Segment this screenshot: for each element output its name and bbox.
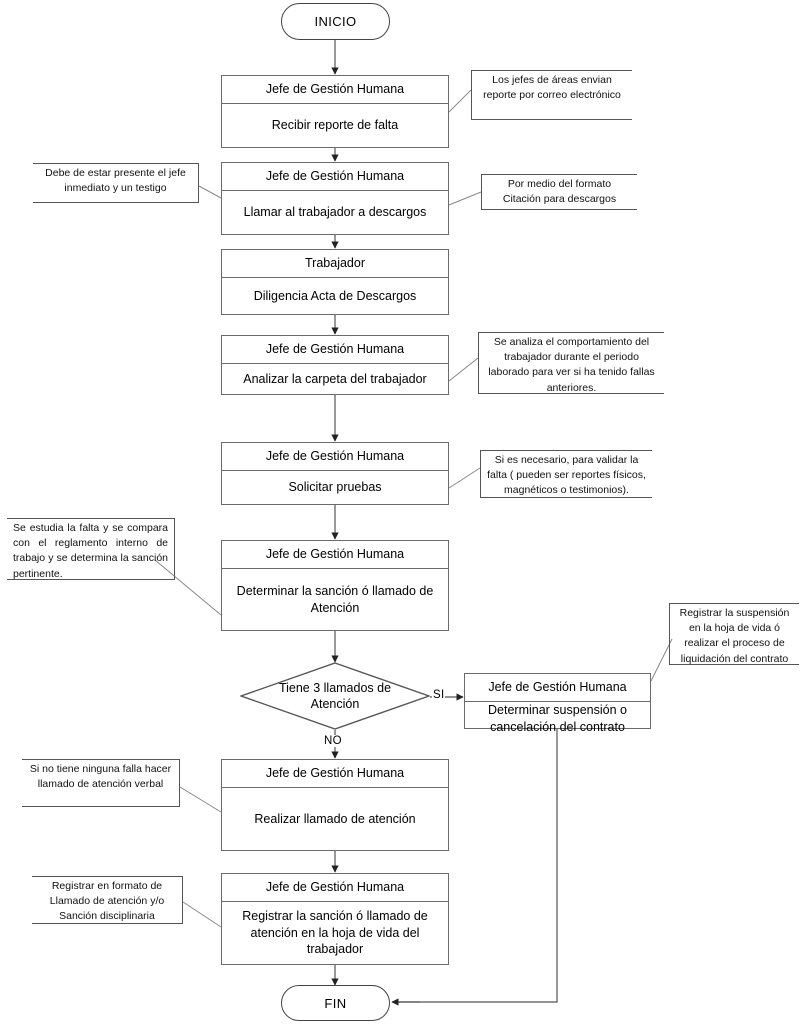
process-action-label: Diligencia Acta de Descargos bbox=[253, 288, 417, 303]
leader-n9 bbox=[182, 901, 222, 928]
branch-label-no: NO bbox=[323, 735, 343, 747]
leader-n1 bbox=[448, 89, 472, 113]
decision-label: Tiene 3 llamados de Atención bbox=[278, 680, 392, 711]
process-determinar-sancion[interactable]: Jefe de Gestión Humana Determinar la san… bbox=[221, 540, 449, 631]
process-determinar-suspension[interactable]: Jefe de Gestión Humana Determinar suspen… bbox=[464, 673, 651, 734]
process-role-label: Trabajador bbox=[222, 250, 448, 278]
diamond-shape-icon bbox=[240, 662, 430, 730]
note-formato-citacion: Por medio del formato Citación para desc… bbox=[481, 174, 637, 210]
leader-n5 bbox=[448, 467, 481, 489]
process-diligencia-acta[interactable]: Trabajador Diligencia Acta de Descargos bbox=[221, 249, 449, 315]
process-action-label: Llamar al trabajador a descargos bbox=[243, 205, 427, 220]
process-role-label: Jefe de Gestión Humana bbox=[222, 874, 448, 902]
process-solicitar-pruebas[interactable]: Jefe de Gestión Humana Solicitar pruebas bbox=[221, 442, 449, 505]
process-role-label: Jefe de Gestión Humana bbox=[222, 163, 448, 191]
terminator-fin-label: FIN bbox=[324, 995, 347, 1011]
note-registrar-suspension: Registrar la suspensión en la hoja de vi… bbox=[669, 603, 799, 665]
process-action-label: Analizar la carpeta del trabajador bbox=[243, 371, 427, 386]
decision-tiene-3-llamados[interactable]: Tiene 3 llamados de Atención bbox=[240, 662, 430, 730]
terminator-inicio-label: INICIO bbox=[314, 14, 357, 29]
process-role-label: Jefe de Gestión Humana bbox=[222, 760, 448, 788]
process-action-label: Realizar llamado de atención bbox=[254, 811, 416, 826]
terminator-inicio[interactable]: INICIO bbox=[281, 3, 390, 40]
process-role-label: Jefe de Gestión Humana bbox=[222, 443, 448, 471]
process-role-label: Jefe de Gestión Humana bbox=[222, 336, 448, 364]
process-llamar-descargos[interactable]: Jefe de Gestión Humana Llamar al trabaja… bbox=[221, 162, 449, 235]
process-role-label: Jefe de Gestión Humana bbox=[465, 674, 650, 702]
note-llamado-verbal: Si no tiene ninguna falla hacer llamado … bbox=[22, 759, 180, 807]
terminator-fin[interactable]: FIN bbox=[281, 985, 390, 1021]
leader-n3 bbox=[448, 191, 482, 206]
note-formato-llamado: Registrar en formato de Llamado de atenc… bbox=[32, 876, 183, 924]
process-recibir-reporte[interactable]: Jefe de Gestión Humana Recibir reporte d… bbox=[221, 75, 449, 148]
process-action-label: Registrar la sanción ó llamado de atenci… bbox=[242, 908, 428, 957]
note-analiza-comportamiento: Se analiza el comportamiento del trabaja… bbox=[478, 332, 664, 394]
process-action-label: Determinar suspensión o cancelación del … bbox=[488, 703, 627, 734]
process-role-label: Jefe de Gestión Humana bbox=[222, 541, 448, 569]
process-role-label: Jefe de Gestión Humana bbox=[222, 76, 448, 104]
note-jefe-inmediato-testigo: Debe de estar presente el jefe inmediato… bbox=[33, 163, 199, 203]
leader-n2 bbox=[198, 185, 222, 199]
process-action-label: Recibir reporte de falta bbox=[271, 118, 399, 133]
process-realizar-llamado[interactable]: Jefe de Gestión Humana Realizar llamado … bbox=[221, 759, 449, 851]
process-action-label: Determinar la sanción ó llamado de Atenc… bbox=[236, 583, 434, 615]
process-registrar-sancion[interactable]: Jefe de Gestión Humana Registrar la sanc… bbox=[221, 873, 449, 965]
leader-n8 bbox=[179, 786, 222, 813]
note-validar-falta: Si es necesario, para validar la falta (… bbox=[480, 450, 652, 498]
process-action-label: Solicitar pruebas bbox=[288, 480, 382, 494]
leader-n4 bbox=[448, 357, 479, 382]
process-analizar-carpeta[interactable]: Jefe de Gestión Humana Analizar la carpe… bbox=[221, 335, 449, 395]
note-reporte-correo: Los jefes de áreas envian reporte por co… bbox=[471, 70, 632, 120]
note-reglamento-interno: Se estudia la falta y se compara con el … bbox=[7, 518, 175, 580]
branch-label-si: SI bbox=[432, 689, 446, 701]
